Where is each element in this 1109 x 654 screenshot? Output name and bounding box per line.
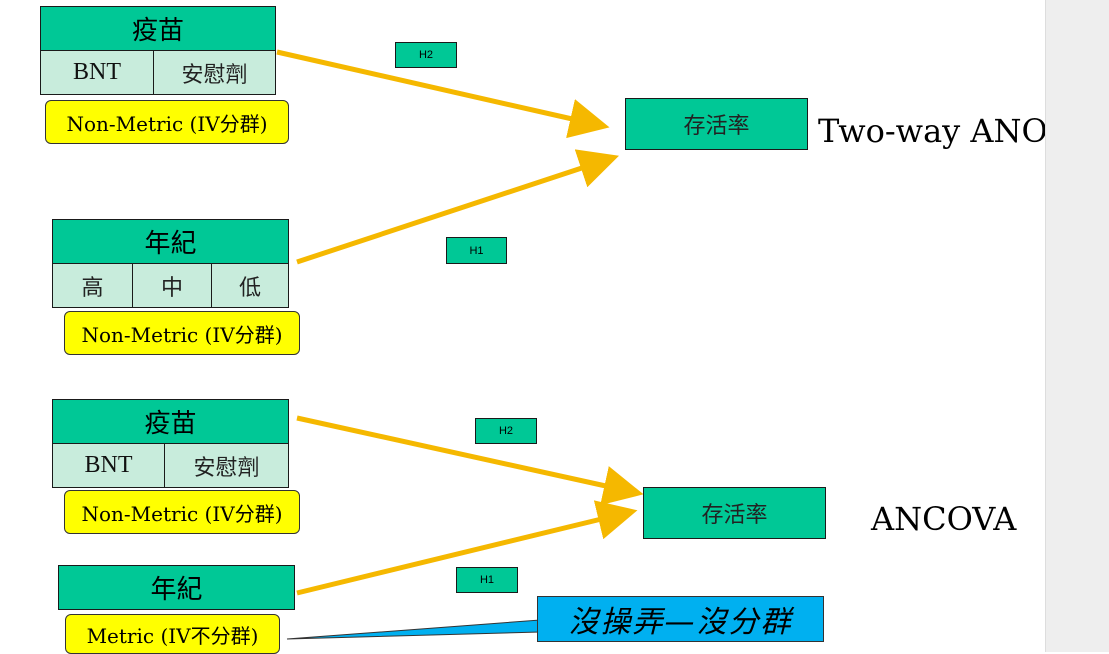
factor-a-level-text: 安慰劑 bbox=[181, 62, 248, 88]
arrow-h2-diagram1 bbox=[276, 49, 610, 139]
hypothesis-h1-label: H1 bbox=[456, 567, 518, 593]
factor-a-level-placebo: 安慰劑 bbox=[153, 50, 276, 95]
factor-b-level-text: 低 bbox=[238, 275, 261, 301]
arrow-h1-diagram2 bbox=[296, 500, 638, 596]
callout-pointer bbox=[286, 619, 541, 640]
factor-b-type-tag-text: Non-Metric (IV分群) bbox=[81, 322, 283, 347]
outcome-box: 存活率 bbox=[643, 487, 826, 539]
factor-b-title-text: 年紀 bbox=[144, 229, 197, 259]
factor-b-level-text: 高 bbox=[81, 275, 104, 301]
covariate-type-tag: Metric (IV不分群) bbox=[65, 614, 280, 654]
callout-text: 沒操弄—沒分群 bbox=[568, 605, 793, 640]
covariate-type-tag-text: Metric (IV不分群) bbox=[86, 623, 259, 648]
arrow-h1-diagram1 bbox=[296, 149, 619, 265]
hypothesis-h1-label: H1 bbox=[446, 237, 507, 264]
hypothesis-h1-text: H1 bbox=[469, 244, 484, 257]
arrow-h2-diagram2 bbox=[296, 415, 644, 506]
hypothesis-h2-text: H2 bbox=[418, 49, 434, 61]
factor-a-level-bnt: BNT bbox=[52, 443, 165, 488]
callout-no-manipulation: 沒操弄—沒分群 bbox=[537, 596, 824, 642]
factor-b-level-low: 低 bbox=[211, 263, 289, 308]
factor-a-type-tag: Non-Metric (IV分群) bbox=[45, 100, 289, 144]
factor-a-level-text: BNT bbox=[73, 59, 121, 85]
outcome-text: 存活率 bbox=[683, 114, 750, 139]
factor-a-title-text: 疫苗 bbox=[131, 16, 184, 46]
covariate-title: 年紀 bbox=[58, 565, 295, 610]
factor-a-level-text: 安慰劑 bbox=[193, 455, 260, 481]
outcome-box: 存活率 bbox=[625, 98, 808, 150]
factor-a-type-tag-text: Non-Metric (IV分群) bbox=[81, 501, 283, 526]
factor-a-level-placebo: 安慰劑 bbox=[164, 443, 289, 488]
factor-b-level-mid: 中 bbox=[132, 263, 212, 308]
method-label: ANCOVA bbox=[871, 500, 1017, 538]
factor-a-title: 疫苗 bbox=[40, 6, 276, 51]
factor-b-level-high: 高 bbox=[52, 263, 133, 308]
factor-b-title: 年紀 bbox=[52, 219, 289, 264]
outcome-text: 存活率 bbox=[701, 503, 768, 528]
factor-a-type-tag-text: Non-Metric (IV分群) bbox=[66, 111, 268, 136]
factor-a-level-bnt: BNT bbox=[40, 50, 154, 95]
factor-a-level-text: BNT bbox=[84, 452, 133, 478]
hypothesis-h2-label: H2 bbox=[395, 42, 457, 68]
factor-b-type-tag: Non-Metric (IV分群) bbox=[64, 311, 300, 355]
factor-a-title: 疫苗 bbox=[52, 399, 289, 444]
covariate-title-text: 年紀 bbox=[150, 575, 203, 605]
hypothesis-h2-label: H2 bbox=[475, 418, 537, 444]
hypothesis-h1-text: H1 bbox=[479, 574, 495, 586]
factor-a-title-text: 疫苗 bbox=[144, 409, 197, 439]
factor-b-level-text: 中 bbox=[160, 275, 183, 301]
factor-a-type-tag: Non-Metric (IV分群) bbox=[64, 490, 300, 534]
right-panel-strip bbox=[1045, 0, 1109, 652]
hypothesis-h2-text: H2 bbox=[498, 425, 514, 437]
